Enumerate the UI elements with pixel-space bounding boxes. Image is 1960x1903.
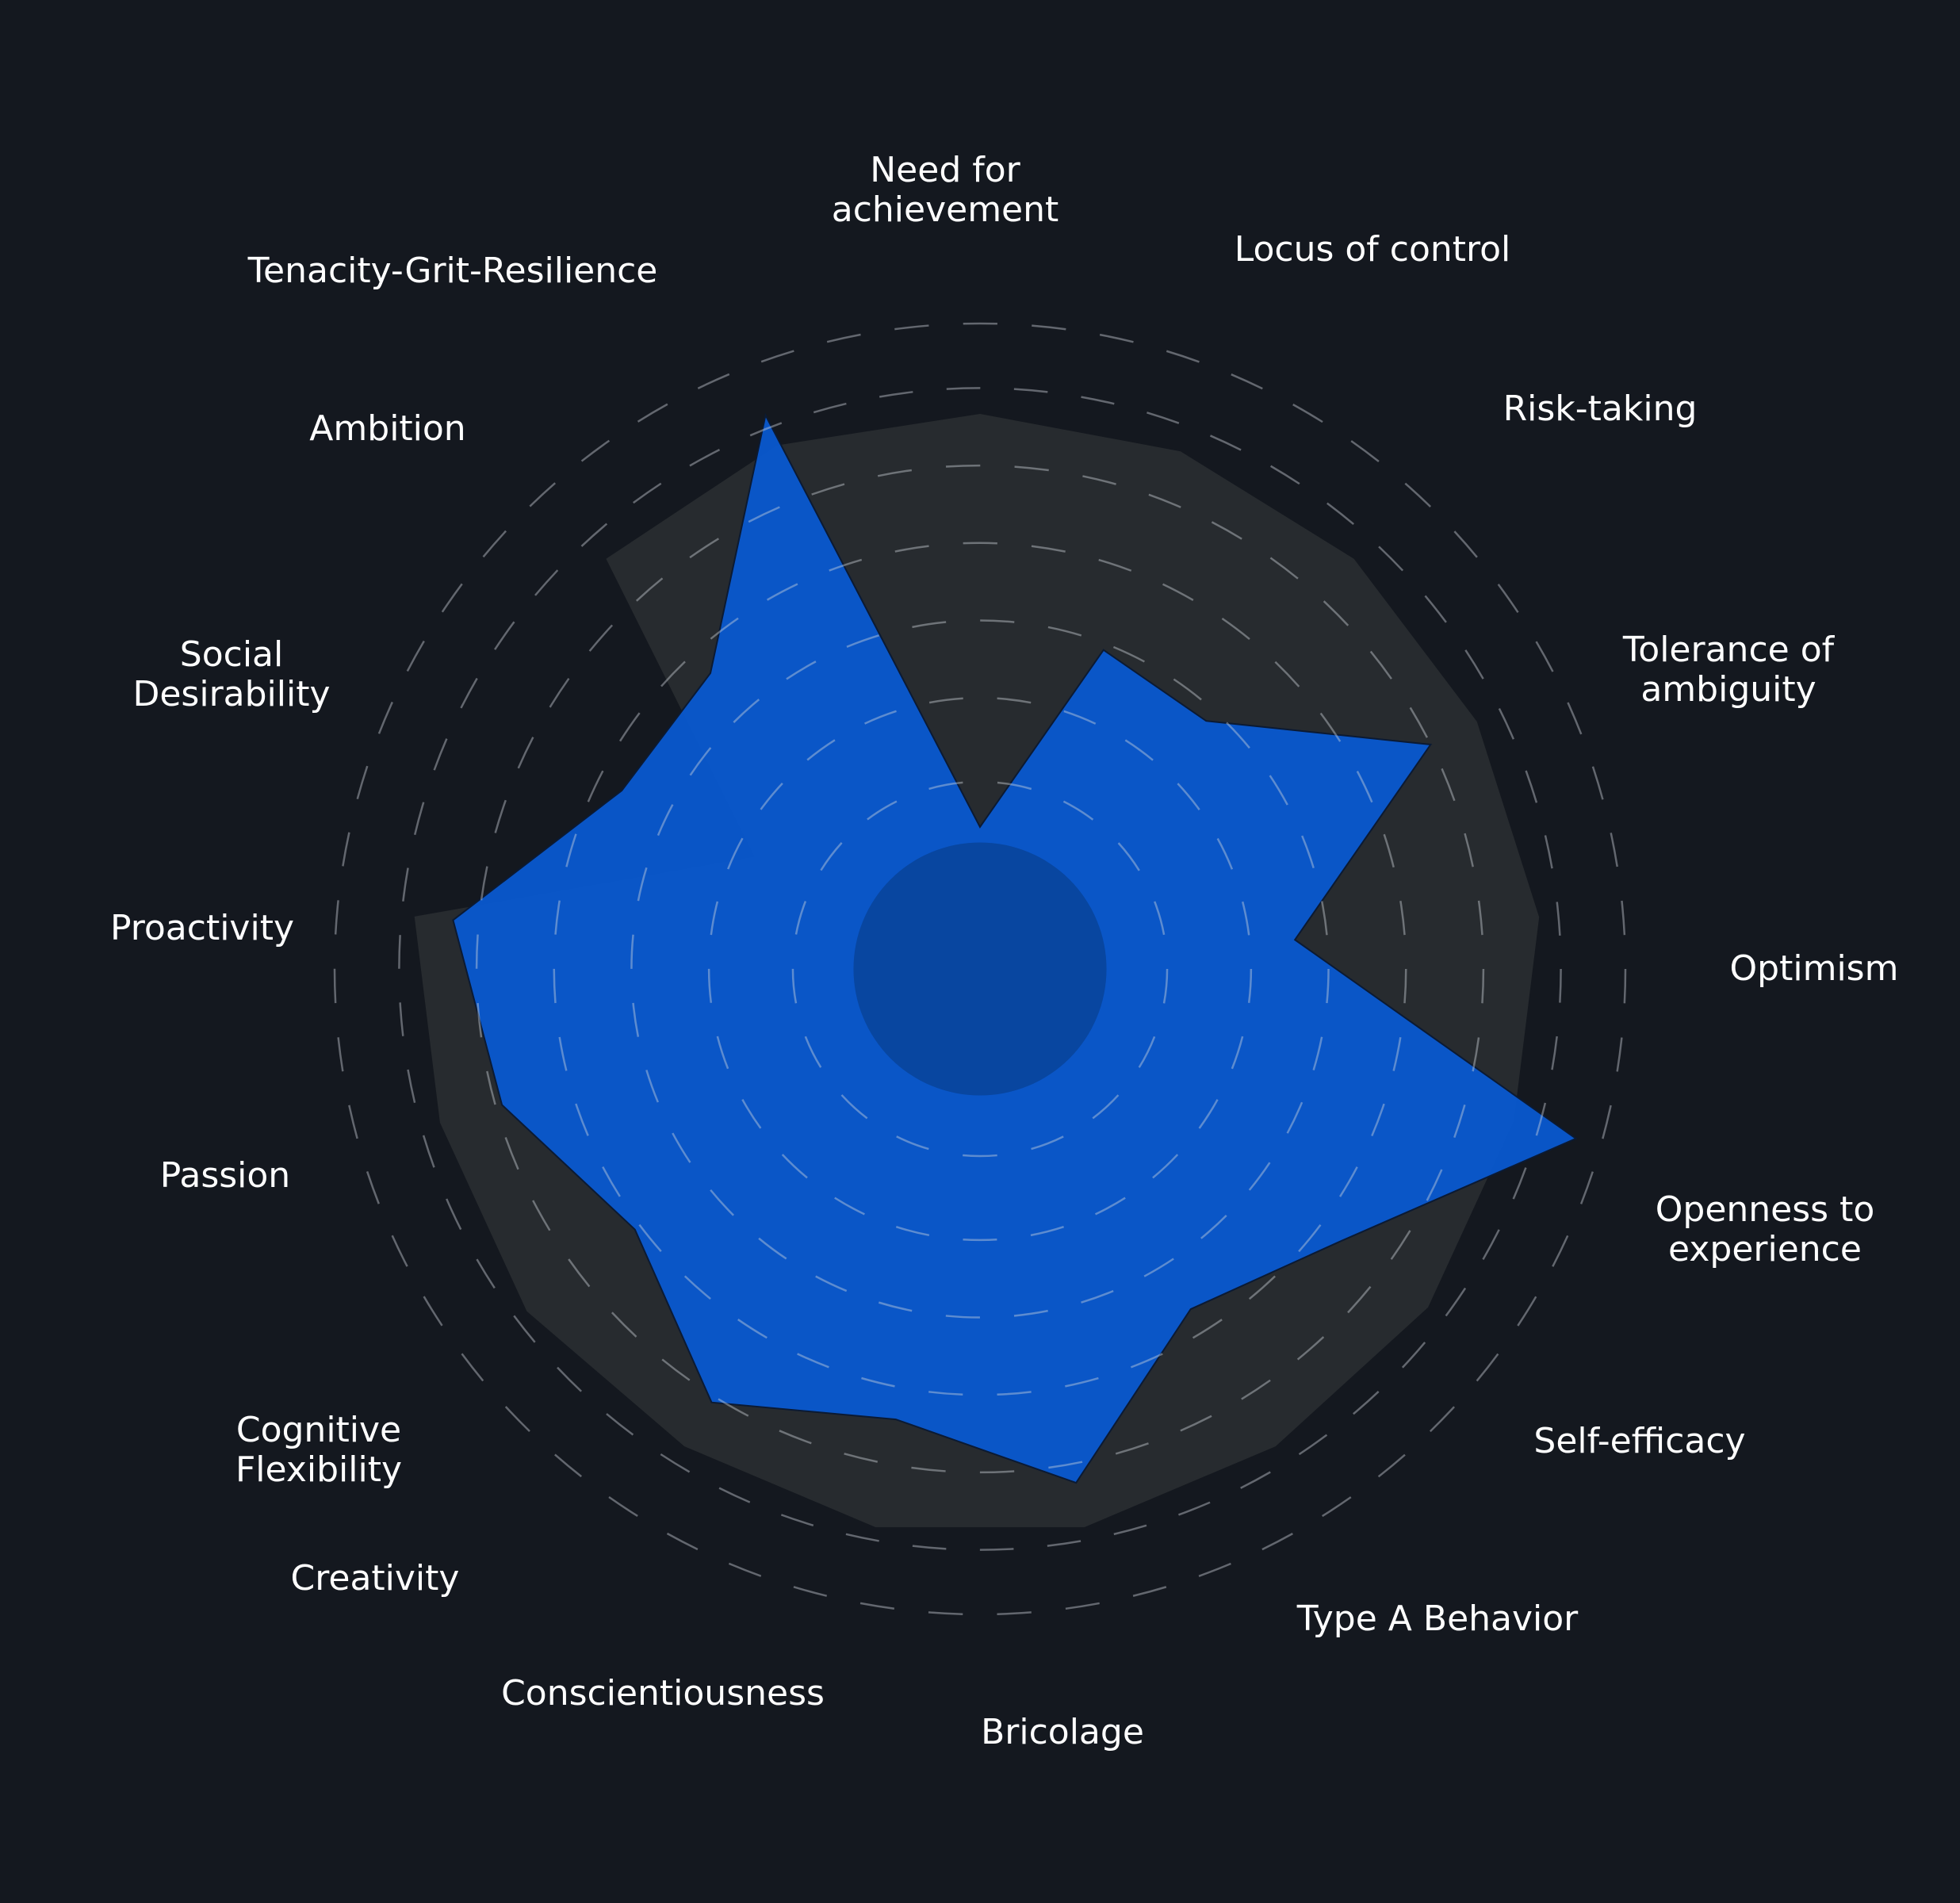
axis-label-line: Type A Behavior bbox=[1296, 1599, 1579, 1639]
axis-label: Self-efficacy bbox=[1533, 1422, 1745, 1461]
axis-label-line: Risk-taking bbox=[1503, 389, 1698, 429]
axis-label-line: Locus of control bbox=[1234, 229, 1511, 270]
axis-label-line: Cognitive bbox=[235, 1410, 402, 1450]
axis-label: Locus of control bbox=[1235, 230, 1511, 270]
center-layer bbox=[853, 842, 1107, 1096]
axis-label: Conscientiousness bbox=[501, 1674, 825, 1713]
center-circle bbox=[853, 842, 1107, 1096]
axis-label: Passion bbox=[160, 1156, 290, 1196]
axis-label-line: Conscientiousness bbox=[501, 1673, 825, 1713]
grid-ring-1 bbox=[707, 696, 1253, 1242]
axis-label-line: ambiguity bbox=[1640, 669, 1816, 710]
axis-label-line: Bricolage bbox=[981, 1712, 1144, 1752]
axis-label: Proactivity bbox=[110, 909, 294, 948]
grid-ring-6 bbox=[333, 322, 1627, 1616]
axis-label-line: Creativity bbox=[290, 1558, 460, 1599]
axis-label-line: Tolerance of bbox=[1622, 630, 1835, 670]
grid-ring-2 bbox=[630, 619, 1330, 1319]
axis-label-line: Flexibility bbox=[235, 1449, 402, 1490]
grid-ring-0 bbox=[791, 780, 1169, 1158]
axis-label: Creativity bbox=[291, 1559, 460, 1599]
axis-label-line: achievement bbox=[831, 190, 1059, 230]
grid-ring-4 bbox=[475, 464, 1485, 1474]
axis-label: Tenacity-Grit-Resilience bbox=[248, 251, 658, 291]
axis-label-line: Openness to bbox=[1655, 1189, 1875, 1230]
axis-label-line: Optimism bbox=[1729, 948, 1899, 989]
axis-label-line: Tenacity-Grit-Resilience bbox=[247, 251, 658, 291]
grid-ring-5 bbox=[398, 387, 1562, 1551]
axis-label-line: Social bbox=[179, 634, 284, 675]
axis-label-line: Ambition bbox=[309, 408, 466, 449]
grid-ring-3 bbox=[553, 542, 1407, 1396]
axis-label: Optimism bbox=[1730, 949, 1899, 989]
axis-label: Risk-taking bbox=[1503, 389, 1698, 429]
axis-label-line: Desirability bbox=[132, 674, 331, 714]
axis-label-line: Self-efficacy bbox=[1533, 1421, 1746, 1461]
grid-rings bbox=[333, 322, 1627, 1616]
axis-label: Type A Behavior bbox=[1297, 1599, 1579, 1639]
axis-label-line: experience bbox=[1668, 1229, 1862, 1269]
axis-label-line: Passion bbox=[159, 1155, 291, 1196]
axis-label: Ambition bbox=[309, 409, 465, 449]
axis-label-line: Need for bbox=[870, 150, 1020, 190]
axis-label: Bricolage bbox=[981, 1713, 1144, 1752]
axis-label-line: Proactivity bbox=[110, 908, 294, 948]
